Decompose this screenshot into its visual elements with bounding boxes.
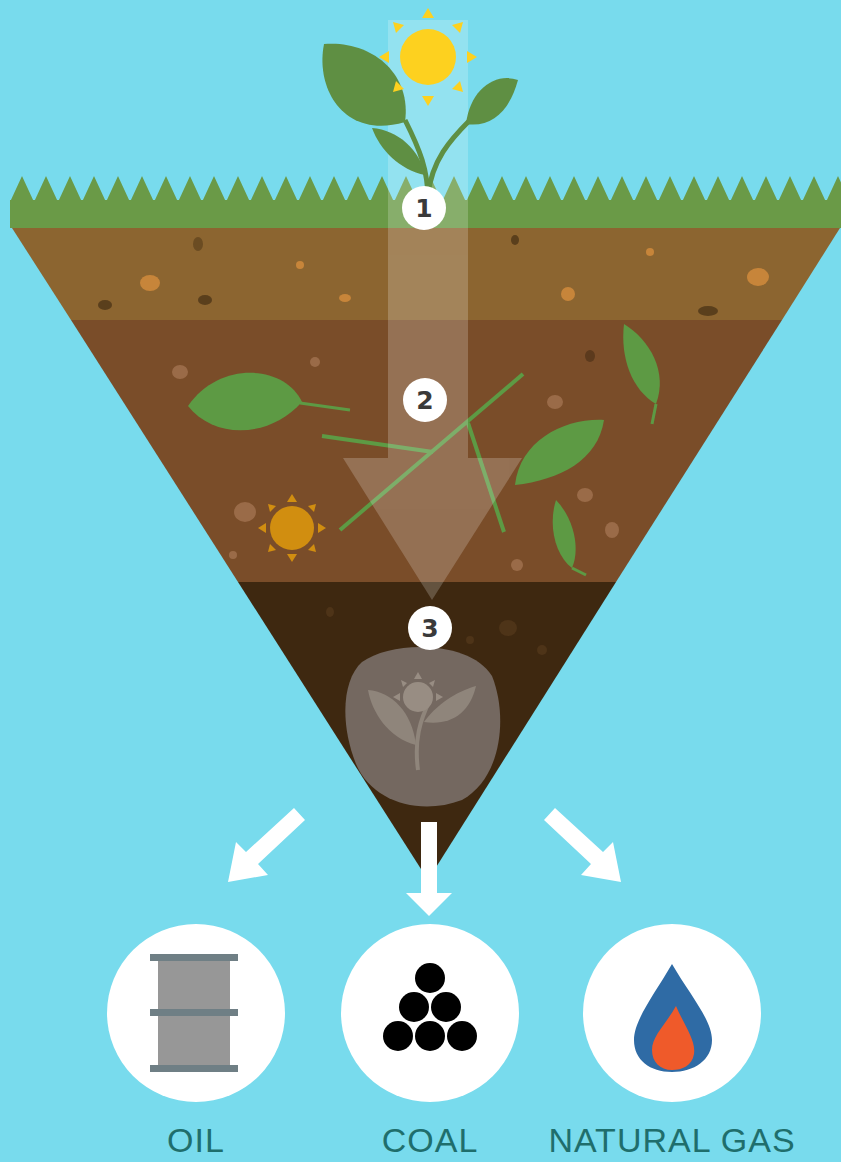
- fuel-circle: OIL: [107, 924, 285, 1102]
- circle-outline: [583, 924, 761, 1102]
- coal-icon: [383, 963, 477, 1051]
- circle-outline: [107, 924, 285, 1102]
- output-arrows: [228, 808, 621, 916]
- sun: [379, 8, 477, 106]
- oil-barrel-icon: [150, 954, 238, 1072]
- fuel-circle: COAL: [341, 924, 519, 1102]
- circle-outline: [341, 924, 519, 1102]
- circle-fill: [408, 606, 452, 650]
- fuel-circle: NATURAL GAS: [583, 924, 761, 1102]
- callout-number: 1: [402, 186, 446, 230]
- circle-fill: [402, 186, 446, 230]
- fuel-label: COAL: [271, 1122, 589, 1159]
- circle-fill: [403, 378, 447, 422]
- fossil-rock: [345, 647, 500, 807]
- fuel-label: OIL: [37, 1122, 355, 1159]
- callout-number: 2: [403, 378, 447, 422]
- callout-number: 3: [408, 606, 452, 650]
- fuel-label: NATURAL GAS: [513, 1122, 831, 1159]
- callout-circle: 1: [402, 186, 446, 230]
- gas-flame-icon: [634, 964, 712, 1072]
- circle-fill: [583, 924, 761, 1102]
- callout-circle: 2: [403, 378, 447, 422]
- callout-circle: 3: [408, 606, 452, 650]
- circle-fill: [341, 924, 519, 1102]
- circle-fill: [107, 924, 285, 1102]
- buried-sun: [258, 494, 326, 562]
